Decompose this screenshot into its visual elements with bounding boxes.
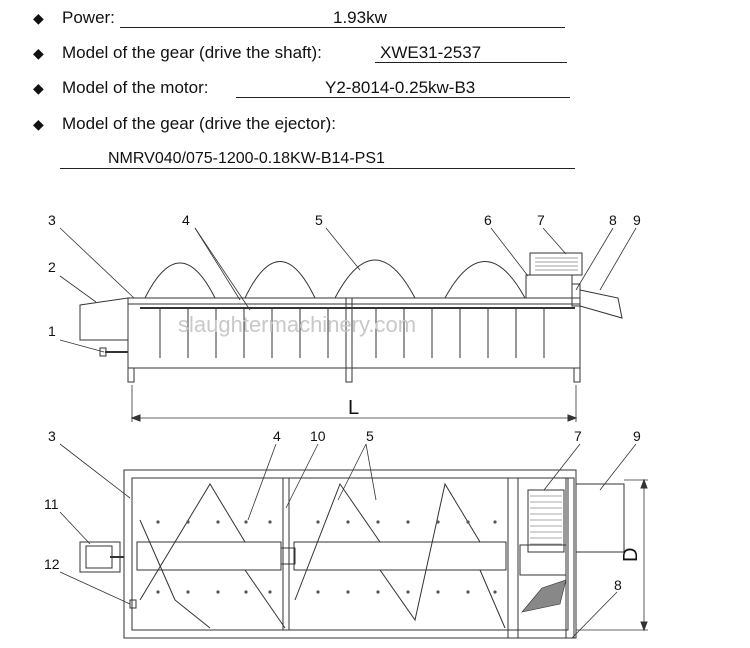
- power-label: Power:: [62, 8, 115, 27]
- callout-top-8: 8: [614, 577, 622, 593]
- specification-list: ◆ Power: 1.93kw ◆ Model of the gear (dri…: [0, 0, 750, 180]
- top-view: D 3 4 10 5 7 9 11 12 8: [44, 428, 648, 639]
- side-hopper-4: [444, 261, 526, 299]
- side-callouts: 1 2 3 4 5 6 7 8 9: [48, 212, 641, 339]
- top-ejector-gear: [519, 544, 567, 576]
- gear-ejector-label: Model of the gear (drive the ejector):: [62, 114, 337, 133]
- top-callouts: 3 4 10 5 7 9 11 12 8: [44, 428, 641, 593]
- gear-shaft-label: Model of the gear (drive the shaft):: [62, 43, 322, 62]
- bullet-motor: ◆: [33, 80, 44, 96]
- gear-ejector-underline: [60, 168, 575, 169]
- side-gear-8: [571, 283, 581, 307]
- side-leg-right: [573, 367, 581, 383]
- callout-side-1: 1: [48, 323, 56, 339]
- top-tank-inner: [131, 477, 569, 631]
- side-motor-mesh: [535, 257, 578, 271]
- dim-d-label: D: [620, 548, 642, 562]
- side-leg-left: [127, 367, 135, 383]
- top-leaders: [59, 443, 637, 639]
- callout-top-4: 4: [273, 428, 281, 444]
- top-ejector-frame-left: [507, 477, 519, 639]
- callout-side-2: 2: [48, 259, 56, 275]
- top-ejector-frame-right: [565, 477, 575, 639]
- top-bolt-dots: [156, 520, 497, 594]
- callout-side-5: 5: [315, 212, 323, 228]
- watermark: slaughtermachinery.com: [178, 312, 416, 337]
- top-spiral-3: [139, 519, 211, 629]
- gear-ejector-value: NMRV040/075-1200-0.18KW-B14-PS1: [108, 150, 385, 167]
- top-tank-outer: [123, 469, 577, 639]
- motor-underline: [236, 97, 570, 98]
- side-drain-valve: [99, 347, 107, 357]
- top-shaft-housing-left: [136, 541, 282, 571]
- top-outlet: [575, 483, 625, 553]
- top-spiral-1: [139, 483, 286, 629]
- bullet-gear-shaft: ◆: [33, 45, 44, 61]
- side-hopper-2: [244, 261, 316, 299]
- callout-top-10: 10: [310, 428, 326, 444]
- dim-l-label: L: [348, 397, 359, 419]
- motor-value: Y2-8014-0.25kw-B3: [325, 78, 476, 97]
- side-hopper-1: [144, 262, 216, 299]
- power-value: 1.93kw: [333, 8, 387, 27]
- callout-side-9: 9: [633, 212, 641, 228]
- top-motor-mesh: [530, 495, 562, 545]
- top-coupling: [280, 547, 296, 565]
- callout-top-9: 9: [633, 428, 641, 444]
- side-paddles: [159, 308, 545, 358]
- top-spiral-2: [294, 482, 506, 629]
- dim-d-arrows: [640, 478, 648, 632]
- side-hopper-3: [334, 259, 416, 299]
- side-outlet-chute: [579, 289, 623, 319]
- gear-shaft-underline: [375, 62, 567, 63]
- side-ejector-housing: [525, 274, 573, 299]
- top-drain: [129, 599, 137, 609]
- dim-l-arrows: [130, 414, 578, 422]
- callout-top-12: 12: [44, 556, 60, 572]
- top-drive-motor-body: [85, 545, 113, 569]
- side-view: L slaughtermachinery.com 1 2 3 4 5 6 7 8…: [48, 212, 641, 422]
- gear-shaft-value: XWE31-2537: [380, 43, 482, 62]
- side-inlet-chute: [79, 297, 129, 341]
- top-shaft-housing-right: [293, 541, 507, 571]
- top-motor: [527, 489, 565, 553]
- callout-side-6: 6: [484, 212, 492, 228]
- side-leaders: [59, 227, 637, 353]
- callout-side-7: 7: [537, 212, 545, 228]
- callout-top-11: 11: [44, 496, 59, 512]
- side-motor: [529, 252, 583, 276]
- callout-side-8: 8: [609, 212, 617, 228]
- callout-side-3: 3: [48, 212, 56, 228]
- bullet-power: ◆: [33, 10, 44, 26]
- motor-label: Model of the motor:: [62, 78, 209, 97]
- callout-top-3: 3: [48, 428, 56, 444]
- side-leg-middle: [345, 297, 353, 383]
- callout-top-5: 5: [366, 428, 374, 444]
- callout-side-4: 4: [182, 212, 190, 228]
- top-ejector-chute: [521, 579, 567, 613]
- callout-top-7: 7: [574, 428, 582, 444]
- power-underline: [120, 27, 565, 28]
- bullet-gear-ejector: ◆: [33, 116, 44, 132]
